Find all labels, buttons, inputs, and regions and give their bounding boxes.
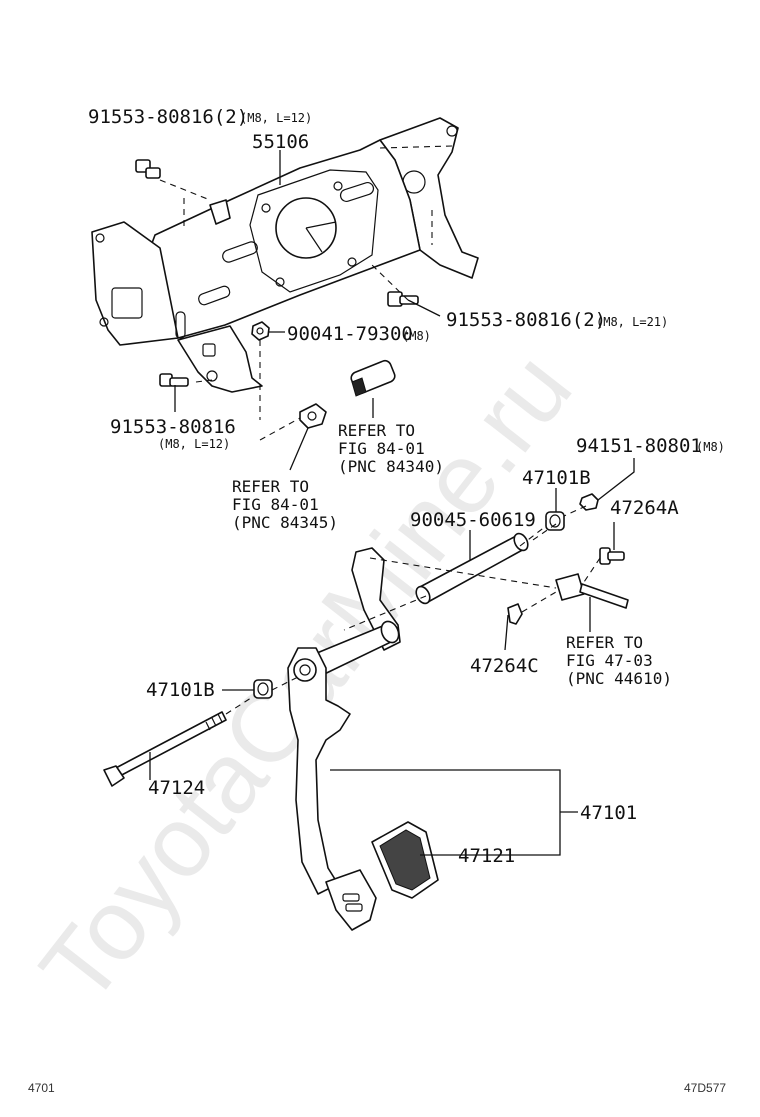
footer-illustration-id: 47D577 [684,1081,726,1095]
leader-lines [149,150,635,856]
ref-44610-line3: (PNC 44610) [566,669,672,688]
clevis-pin [599,547,625,565]
pedal-pad [371,821,439,899]
bushing-right [545,511,565,531]
stop-lamp-switch [350,359,396,397]
ref-84340-line2: FIG 84-01 [338,439,425,458]
bolt-lower [159,373,189,387]
pedal-arm [287,647,377,931]
label-nut: 90041-79300 [287,323,413,345]
label-bolt-right: 91553-80816(2) [446,309,606,331]
nut-right [579,493,599,511]
pedal-bracket [91,117,479,393]
ref-44610-line1: REFER TO [566,633,643,652]
dash-lines-lower [225,505,601,715]
label-nut-right: 94151-80801 [576,435,702,457]
label-bolt-top: 91553-80816(2) [88,106,248,128]
label-pedal: 47101 [580,802,637,824]
label-bolt-lower-spec: (M8, L=12) [158,437,230,451]
nut-m8 [251,321,270,341]
ref-84340-line1: REFER TO [338,421,415,440]
label-clip: 47264C [470,655,539,677]
ref-44610-line2: FIG 47-03 [566,651,653,670]
label-pedal-pad: 47121 [458,845,515,867]
clevis-pushrod [555,573,629,609]
label-bracket: 55106 [252,131,309,153]
label-collar: 90045-60619 [410,509,536,531]
label-bushing-right: 47101B [522,467,591,489]
ref-84345-line3: (PNC 84345) [232,513,338,532]
long-bolt [103,711,227,787]
ref-84340-line3: (PNC 84340) [338,457,444,476]
label-bolt-lower: 91553-80816 [110,416,236,438]
ref-84345-line2: FIG 84-01 [232,495,319,514]
label-nut-right-spec: (M8) [696,440,725,454]
label-bushing-left: 47101B [146,679,215,701]
label-bolt-top-spec: (M8, L=12) [240,111,312,125]
bolt-top [135,159,161,179]
bolt-right [387,291,419,307]
ref-84345-line1: REFER TO [232,477,309,496]
label-nut-spec: (M8) [402,329,431,343]
pedal-sensor [299,403,327,429]
dash-lines-upper [159,145,453,441]
label-pin: 47264A [610,497,679,519]
label-bolt-right-spec: (M8, L=21) [596,315,668,329]
footer-figure-number: 4701 [28,1081,55,1095]
bushing-left [253,679,273,699]
clip [507,603,523,625]
label-long-bolt: 47124 [148,777,205,799]
collar [415,532,529,605]
